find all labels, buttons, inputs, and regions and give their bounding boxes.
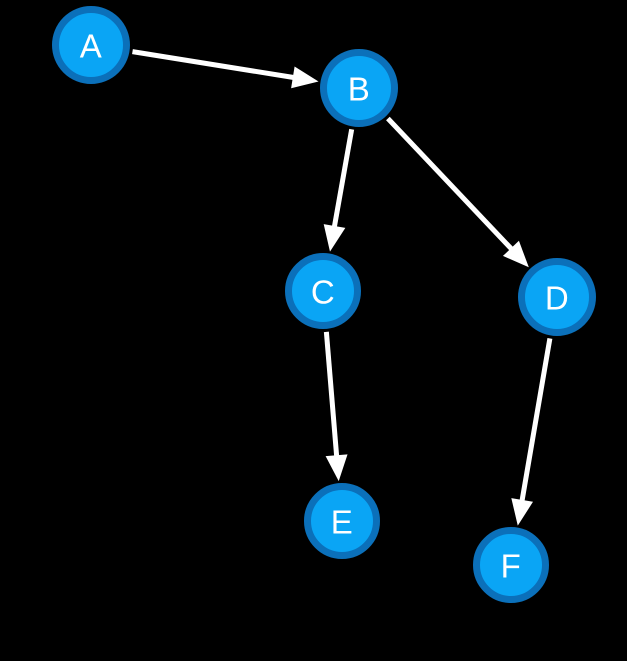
node-label: F: [501, 548, 522, 585]
edge-arrowhead-icon: [511, 498, 534, 526]
graph-edge[interactable]: [323, 128, 355, 252]
edges-layer: [132, 49, 553, 526]
edge-arrowhead-icon: [325, 454, 348, 482]
node-circle: [473, 527, 549, 603]
graph-node[interactable]: D: [518, 258, 596, 336]
node-circle: [320, 49, 398, 127]
node-label: B: [348, 71, 371, 108]
node-label: E: [331, 504, 354, 541]
graph-node[interactable]: B: [320, 49, 398, 127]
edge-line: [331, 128, 355, 231]
edge-arrowhead-icon: [502, 240, 529, 268]
node-label: A: [80, 28, 103, 65]
edge-line: [323, 331, 340, 460]
edge-line: [386, 116, 516, 253]
graph-edge[interactable]: [511, 337, 553, 526]
nodes-layer: A B C D E F: [52, 6, 596, 603]
edge-line: [519, 337, 553, 505]
node-circle: [304, 483, 380, 559]
graph-node[interactable]: F: [473, 527, 549, 603]
edge-arrowhead-icon: [291, 66, 319, 89]
graph-edge[interactable]: [132, 49, 319, 89]
edge-arrowhead-icon: [323, 224, 346, 252]
node-label: D: [545, 280, 569, 317]
node-circle: [285, 253, 361, 329]
graph-edge[interactable]: [323, 331, 348, 482]
edge-line: [132, 49, 298, 81]
node-circle: [518, 258, 596, 336]
graph-node[interactable]: E: [304, 483, 380, 559]
node-circle: [52, 6, 130, 84]
graph-edge[interactable]: [386, 116, 529, 268]
graph-node[interactable]: A: [52, 6, 130, 84]
node-label: C: [311, 274, 335, 311]
graph-node[interactable]: C: [285, 253, 361, 329]
